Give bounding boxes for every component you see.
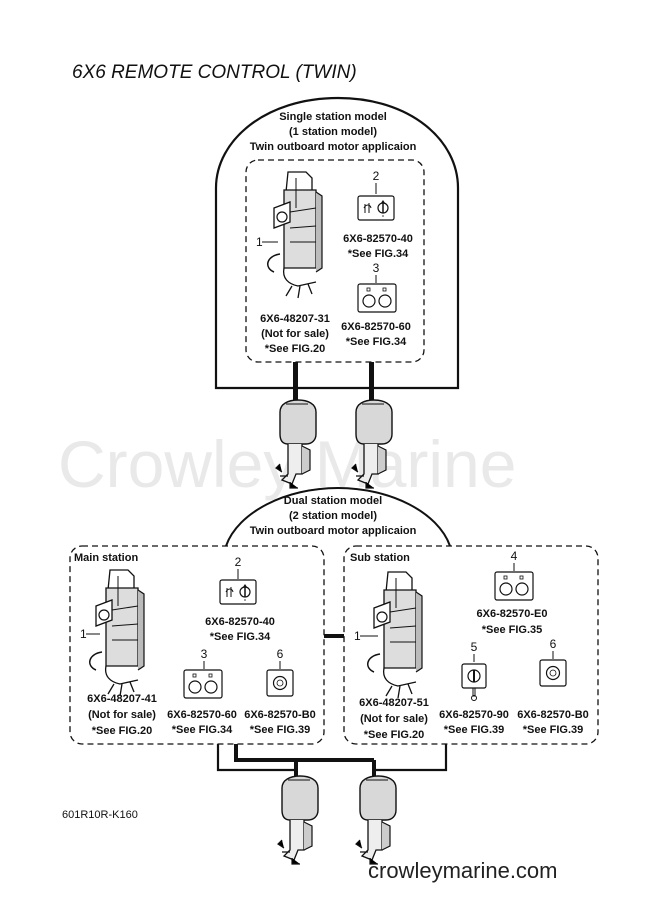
part-number-2: 2	[373, 169, 380, 183]
part-number-4: 4	[511, 549, 518, 563]
part-note: (Not for sale)	[360, 713, 428, 725]
single-switch-icon	[539, 659, 567, 687]
main-station-label: Main station	[74, 552, 138, 564]
part-no-48207-41: 6X6-48207-41	[87, 693, 157, 705]
part-ref: *See FIG.20	[92, 725, 153, 737]
part-no-82570-40: 6X6-82570-40	[343, 233, 413, 245]
part-ref: *See FIG.34	[346, 336, 407, 348]
single-heading-line-1: Single station model	[279, 111, 387, 123]
footer-brand: crowleymarine.com	[368, 858, 558, 883]
dual-station-outline	[225, 486, 451, 547]
part-no-48207-31: 6X6-48207-31	[260, 313, 330, 325]
switch-panel-icon	[357, 283, 397, 313]
part-no-82570-b0: 6X6-82570-B0	[517, 709, 589, 721]
figure-code: 601R10R-K160	[62, 809, 138, 821]
part-number-6: 6	[277, 647, 284, 661]
part-no-82570-40: 6X6-82570-40	[205, 616, 275, 628]
single-switch-icon	[266, 669, 294, 697]
page-title: 6X6 REMOTE CONTROL (TWIN)	[72, 62, 357, 83]
sub-station-box	[343, 545, 599, 745]
part-note: (Not for sale)	[261, 328, 329, 340]
sub-station-label: Sub station	[350, 552, 410, 564]
part-ref: *See FIG.39	[444, 724, 505, 736]
part-ref: *See FIG.20	[364, 729, 425, 741]
part-note: (Not for sale)	[88, 709, 156, 721]
single-station-box	[245, 159, 425, 363]
outboard-motor-icon	[355, 775, 397, 865]
part-number-2: 2	[235, 555, 242, 569]
part-number-1: 1	[256, 235, 263, 249]
part-no-82570-b0: 6X6-82570-B0	[244, 709, 316, 721]
part-ref: *See FIG.35	[482, 624, 543, 636]
key-switch-icon	[461, 663, 487, 702]
part-ref: *See FIG.34	[348, 248, 409, 260]
part-number-3: 3	[373, 261, 380, 275]
part-ref: *See FIG.34	[210, 631, 271, 643]
part-ref: *See FIG.34	[172, 724, 233, 736]
switch-panel-icon	[183, 669, 223, 699]
part-number-6: 6	[550, 637, 557, 651]
part-ref: *See FIG.39	[523, 724, 584, 736]
single-station-outline	[214, 96, 460, 390]
single-heading-line-3: Twin outboard motor applicaion	[250, 141, 417, 153]
remote-control-icon	[367, 571, 423, 699]
part-number-1: 1	[80, 627, 87, 641]
part-no-48207-51: 6X6-48207-51	[359, 697, 429, 709]
part-number-5: 5	[471, 640, 478, 654]
dual-heading-line-1: Dual station model	[284, 495, 382, 507]
remote-control-icon	[267, 171, 323, 299]
part-number-3: 3	[201, 647, 208, 661]
part-ref: *See FIG.20	[265, 343, 326, 355]
part-no-82570-60: 6X6-82570-60	[341, 321, 411, 333]
main-station-box	[69, 545, 325, 745]
main-switch-icon	[357, 195, 395, 221]
switch-panel-icon	[494, 571, 534, 601]
remote-control-icon	[89, 569, 145, 697]
main-switch-icon	[219, 579, 257, 605]
part-number-1: 1	[354, 629, 361, 643]
cable-lines	[216, 744, 448, 772]
single-heading-line-2: (1 station model)	[289, 126, 377, 138]
part-no-82570-90: 6X6-82570-90	[439, 709, 509, 721]
dual-heading-line-3: Twin outboard motor applicaion	[250, 525, 417, 537]
part-no-82570-e0: 6X6-82570-E0	[477, 608, 548, 620]
dual-heading-line-2: (2 station model)	[289, 510, 377, 522]
outboard-motor-icon	[277, 775, 319, 865]
part-ref: *See FIG.39	[250, 724, 311, 736]
part-no-82570-60: 6X6-82570-60	[167, 709, 237, 721]
